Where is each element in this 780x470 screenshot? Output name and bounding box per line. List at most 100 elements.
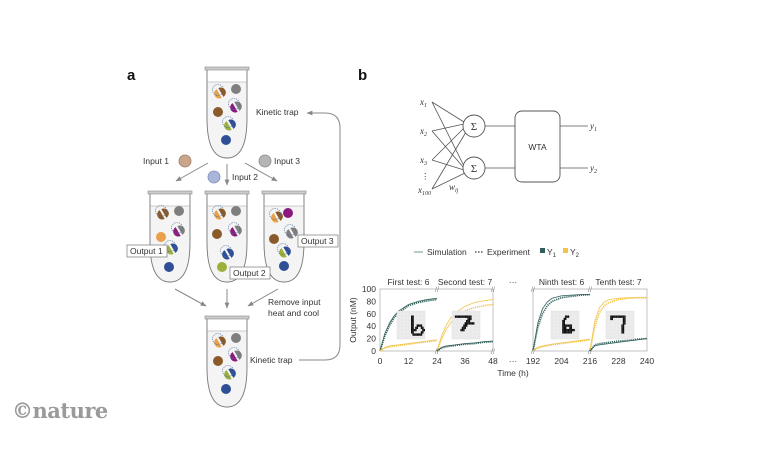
- dashed-link: [228, 347, 240, 359]
- digit-pixel: [460, 315, 462, 318]
- digit-pixel: [614, 315, 616, 318]
- legend-y1-swatch: [540, 248, 545, 253]
- molecule: [213, 356, 223, 366]
- y-tick-label: 100: [362, 284, 376, 294]
- dashed-link: [228, 222, 240, 234]
- digit-pixel: [610, 317, 612, 321]
- input-x2: x2: [419, 126, 427, 138]
- digit-pixel: [566, 315, 568, 318]
- digit-pixel: [422, 328, 424, 332]
- input-3-molecule: [258, 154, 272, 168]
- bound-complex: [228, 98, 242, 113]
- digit-pixel: [463, 324, 465, 327]
- dashed-link: [212, 333, 224, 345]
- digit-pixel: [624, 315, 626, 318]
- chart-legend: Simulation Experiment Y1 Y2: [414, 247, 580, 259]
- arrow-from-tube-3: [247, 288, 279, 307]
- half-a: [222, 250, 230, 260]
- input-1-label: Input 1: [143, 156, 169, 166]
- digit-pixel: [567, 315, 570, 318]
- dashed-link: [171, 222, 183, 234]
- digit-pixel: [624, 322, 626, 325]
- half-b: [228, 368, 236, 378]
- tube-input-3: [261, 190, 307, 283]
- digit-pixel: [463, 315, 465, 318]
- digit-pixel: [621, 331, 623, 334]
- digit-pixel: [411, 317, 413, 321]
- tube-air: [264, 194, 304, 206]
- digit-pixel: [412, 328, 414, 332]
- series-y1-experiment: [589, 337, 648, 352]
- digit-pixel: [420, 326, 423, 330]
- sum-node-1: [462, 114, 486, 138]
- bound-complex: [228, 347, 242, 362]
- digit-pixel: [565, 326, 567, 330]
- tube-air: [207, 194, 247, 206]
- tube-initial: [204, 66, 250, 159]
- bound-complex: [277, 243, 291, 258]
- digit-pixel: [419, 333, 421, 336]
- digit-pixel: [621, 315, 623, 318]
- series-y1-experiment: [532, 293, 591, 352]
- molecule: [279, 261, 289, 271]
- digit-pixel: [563, 324, 565, 327]
- half-b: [234, 101, 242, 111]
- digit-pixel: [622, 331, 625, 334]
- tube-air: [150, 194, 190, 206]
- digit-pixel: [566, 328, 568, 332]
- digit-pixel: [467, 317, 469, 321]
- digit-pixel: [622, 317, 625, 321]
- half-a: [214, 89, 222, 99]
- dashed-link: [222, 116, 234, 128]
- axis-break-mark: //: [435, 349, 439, 356]
- output-3-label: Output 3: [301, 236, 334, 246]
- digit-pixel: [467, 315, 469, 318]
- half-a: [224, 121, 232, 131]
- digit-pixel: [466, 315, 468, 318]
- digit-pixel: [569, 326, 571, 330]
- x-axis-label: Time (h): [497, 368, 528, 378]
- digit-pixel: [573, 328, 575, 332]
- x-tick-label: 36: [460, 356, 470, 366]
- output-1-box: [126, 244, 168, 258]
- output-y1: y1: [589, 121, 597, 133]
- digit-pixel: [468, 322, 471, 325]
- digit-image-6b: [550, 310, 580, 340]
- digit-pixel: [470, 322, 472, 325]
- legend-y2-swatch: [563, 248, 568, 253]
- digit-pixel: [622, 315, 625, 318]
- remove-input-label: Remove input: [268, 297, 321, 307]
- wta-box: [514, 110, 561, 183]
- dashed-link: [277, 243, 289, 255]
- x-tick-label: 216: [583, 356, 597, 366]
- digit-pixel: [415, 328, 417, 332]
- series-y2-simulation: [379, 339, 438, 352]
- digit-pixel: [419, 324, 421, 327]
- digit-pixel: [617, 315, 619, 318]
- bound-complex: [212, 205, 226, 220]
- digit-pixel: [565, 315, 567, 318]
- tube-input-2: [204, 190, 250, 283]
- series-y1-experiment: [436, 340, 494, 352]
- panel-b-label: b: [358, 67, 367, 84]
- legend-experiment-label: Experiment: [487, 247, 531, 257]
- digit-pixel: [470, 317, 472, 321]
- molecule: [231, 333, 241, 343]
- digit-pixel: [412, 315, 414, 318]
- molecule: [269, 234, 279, 244]
- kinetic-trap-top-label: Kinetic trap: [256, 107, 299, 117]
- input-2-molecule: [207, 170, 221, 184]
- panel-a-label: a: [127, 67, 136, 84]
- wta-label: WTA: [528, 142, 547, 152]
- digit-pixel: [466, 322, 468, 325]
- tube-cap: [204, 315, 250, 320]
- nature-logo: ©nature: [12, 398, 108, 423]
- network-connections: [431, 101, 588, 190]
- digit-pixel: [563, 328, 565, 332]
- digit-pixel: [464, 324, 466, 327]
- weight-label: wij: [449, 182, 459, 194]
- digit-pixel: [464, 315, 466, 318]
- y-tick-label: 20: [367, 334, 377, 344]
- tube-cap: [261, 190, 307, 195]
- x-tick-label: 0: [378, 356, 383, 366]
